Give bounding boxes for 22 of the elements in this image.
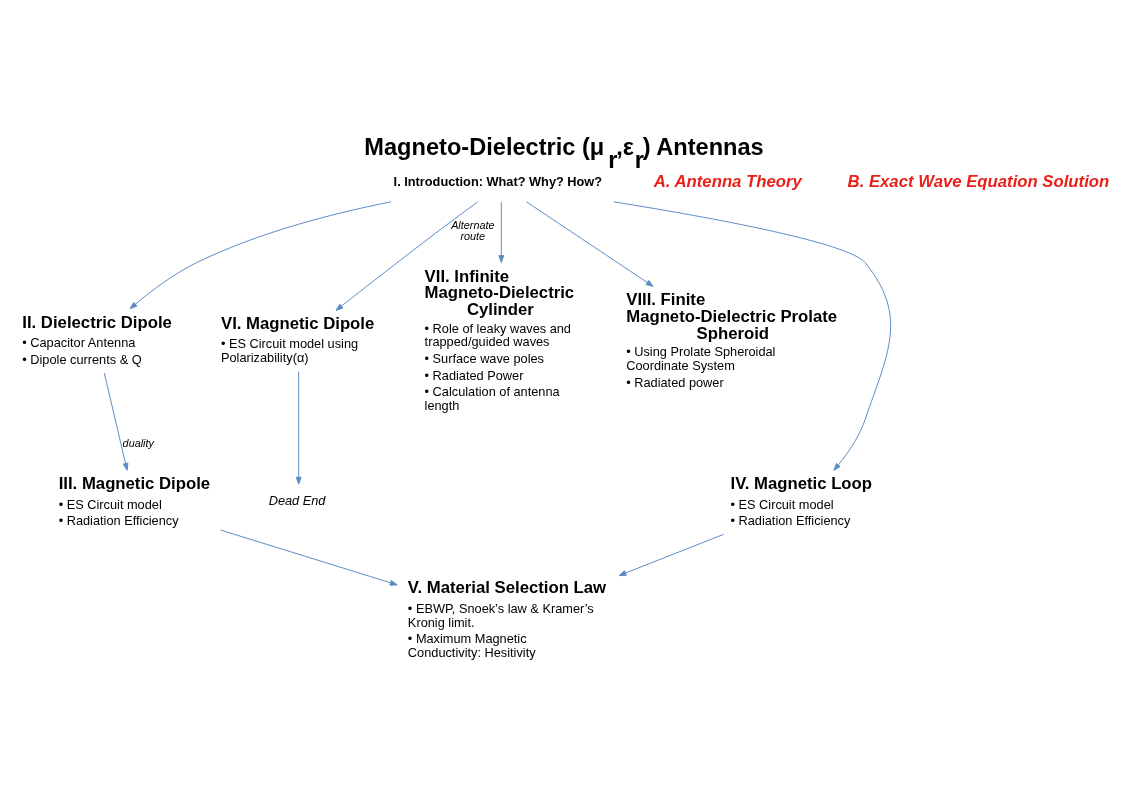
- node-text: I. Introduction: What? Why? How?: [393, 173, 603, 189]
- label: B. Exact Wave Equation Solution: [847, 171, 1110, 191]
- edge-label: duality: [122, 436, 154, 449]
- node-text: V. Material Selection Law • EBWP, Snoek’s law & Kramer’s Kronig limit. • Maximum Magnetic Conductivity: Hesitivity: [407, 577, 607, 660]
- node-text: VI. Magnetic Dipole • ES Circuit model using Polarizability(α): [220, 313, 375, 365]
- node-text: Dead End: [268, 492, 326, 508]
- node-text: II. Dielectric Dipole • Capacitor Antenna • Dipole currents & Q: [22, 312, 172, 367]
- arrow: [103, 372, 129, 471]
- node-text: VII. Infinite Magneto-Dielectric Cylinder • Role of leaky waves and trapped/guided waves • Surface wave poles • Radiated Power • Calculation of antenna length: [424, 266, 575, 413]
- edge-label: Alternate route: [451, 218, 495, 242]
- arrow: [335, 200, 479, 311]
- arrow: [129, 200, 392, 309]
- arrow: [498, 200, 505, 263]
- arrow: [613, 200, 892, 471]
- node-text: III. Magnetic Dipole • ES Circuit model • Radiation Efficiency: [58, 473, 211, 528]
- node-text: VIII. Finite Magneto-Dielectric Prolate Spheroid • Using Prolate Spheroidal Coordinate System • Radiated power: [626, 289, 838, 390]
- arrow: [526, 200, 654, 287]
- label: A. Antenna Theory: [653, 171, 802, 191]
- node-text: IV. Magnetic Loop • ES Circuit model • Radiation Efficiency: [730, 473, 873, 528]
- arrow: [220, 529, 398, 586]
- arrow: [295, 370, 302, 485]
- arrow: [618, 533, 724, 576]
